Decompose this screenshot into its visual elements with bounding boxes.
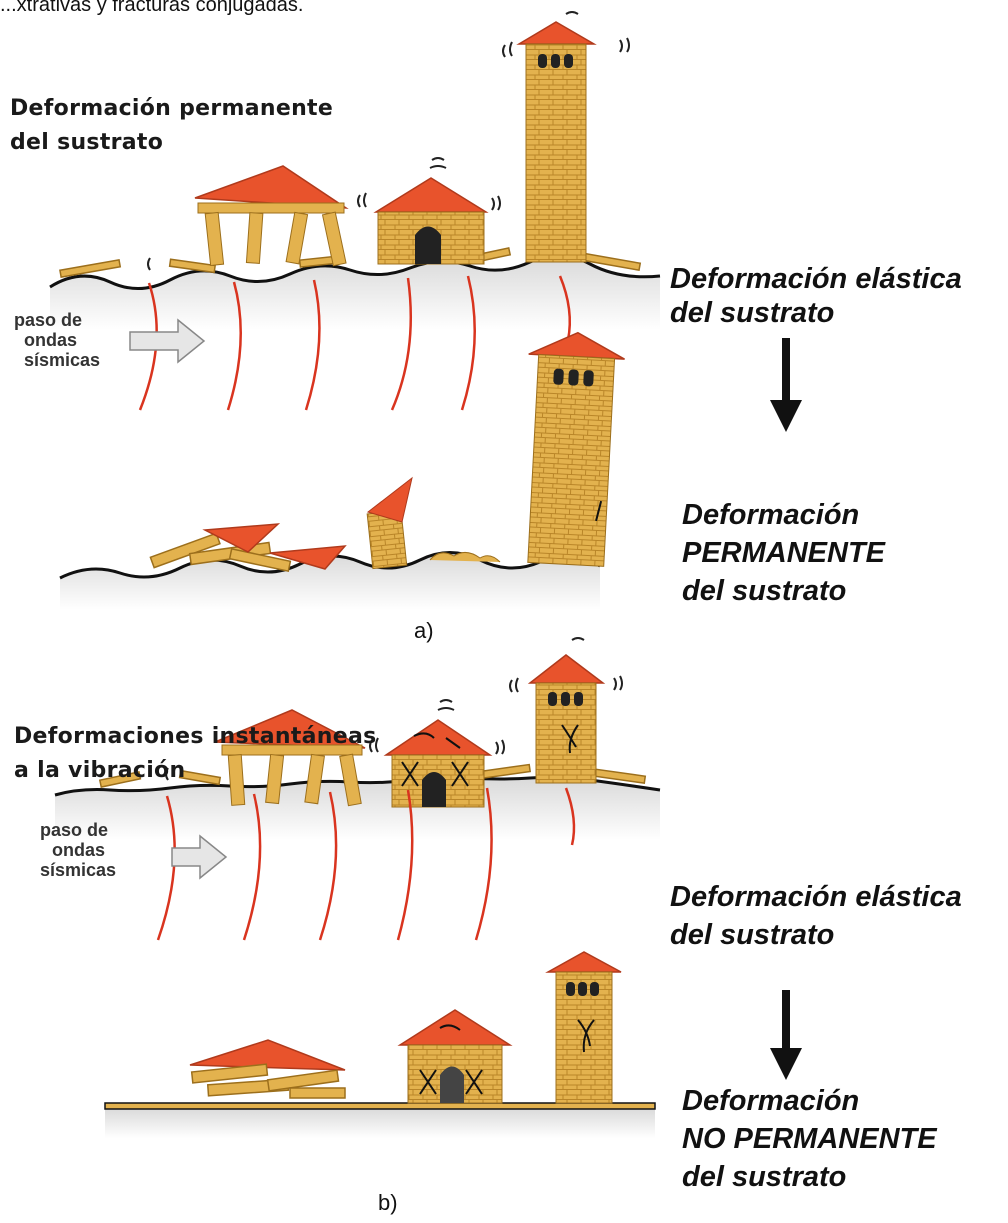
- panel-b-wave-arrow: [172, 836, 226, 878]
- panel-a-result-line3: del sustrato: [682, 574, 846, 608]
- panel-b-elastic-line1: Deformación elástica: [670, 880, 962, 914]
- top-clipped-text: ...xtrativas y fracturas conjugadas.: [0, 0, 303, 17]
- panel-b-wave-label-line2: ondas: [52, 840, 105, 860]
- panel-b-collapsed-temple: [190, 1040, 345, 1098]
- panel-a-upper-ground: [50, 255, 660, 330]
- panel-b-result-line1: Deformación: [682, 1084, 859, 1118]
- panel-b-down-arrow: [770, 990, 802, 1080]
- panel-a-title-line1: Deformación permanente: [10, 94, 333, 124]
- panel-a-elastic-line2: del sustrato: [670, 296, 834, 330]
- panel-a-caption: a): [414, 618, 434, 644]
- panel-a-temple: [195, 166, 346, 266]
- panel-a-house: [376, 178, 486, 264]
- panel-b-house: [386, 720, 490, 807]
- panel-a-result-line2: PERMANENTE: [682, 536, 885, 570]
- panel-a-title-line2: del sustrato: [10, 128, 163, 158]
- panel-a-wave-label-line2: ondas: [24, 330, 77, 350]
- panel-a-result-line1: Deformación: [682, 498, 859, 532]
- panel-a-elastic-line1: Deformación elástica: [670, 262, 962, 296]
- panel-b-elastic-line2: del sustrato: [670, 918, 834, 952]
- panel-b-wave-label-line1: paso de: [40, 820, 108, 840]
- panel-b-wave-label-line3: sísmicas: [40, 860, 116, 880]
- panel-b-house-lower: [400, 1010, 510, 1103]
- panel-a-tilted-tower: [518, 330, 626, 567]
- panel-b-tower: [530, 655, 603, 783]
- panel-a-collapsed-temple: [150, 524, 345, 571]
- panel-b-caption: b): [378, 1190, 398, 1216]
- panel-b-tower-lower: [548, 952, 621, 1103]
- panel-b-title-line1: Deformaciones instantáneas: [14, 722, 377, 752]
- panel-a-wave-label-line1: paso de: [14, 310, 82, 330]
- panel-a-wave-label-line3: sísmicas: [24, 350, 100, 370]
- panel-b-result-line3: del sustrato: [682, 1160, 846, 1194]
- panel-a-down-arrow: [770, 338, 802, 432]
- panel-b-lower-ground: [105, 1108, 655, 1138]
- panel-b-title-line2: a la vibración: [14, 756, 185, 786]
- panel-a-tower: [519, 22, 594, 262]
- panel-b-result-line2: NO PERMANENTE: [682, 1122, 937, 1156]
